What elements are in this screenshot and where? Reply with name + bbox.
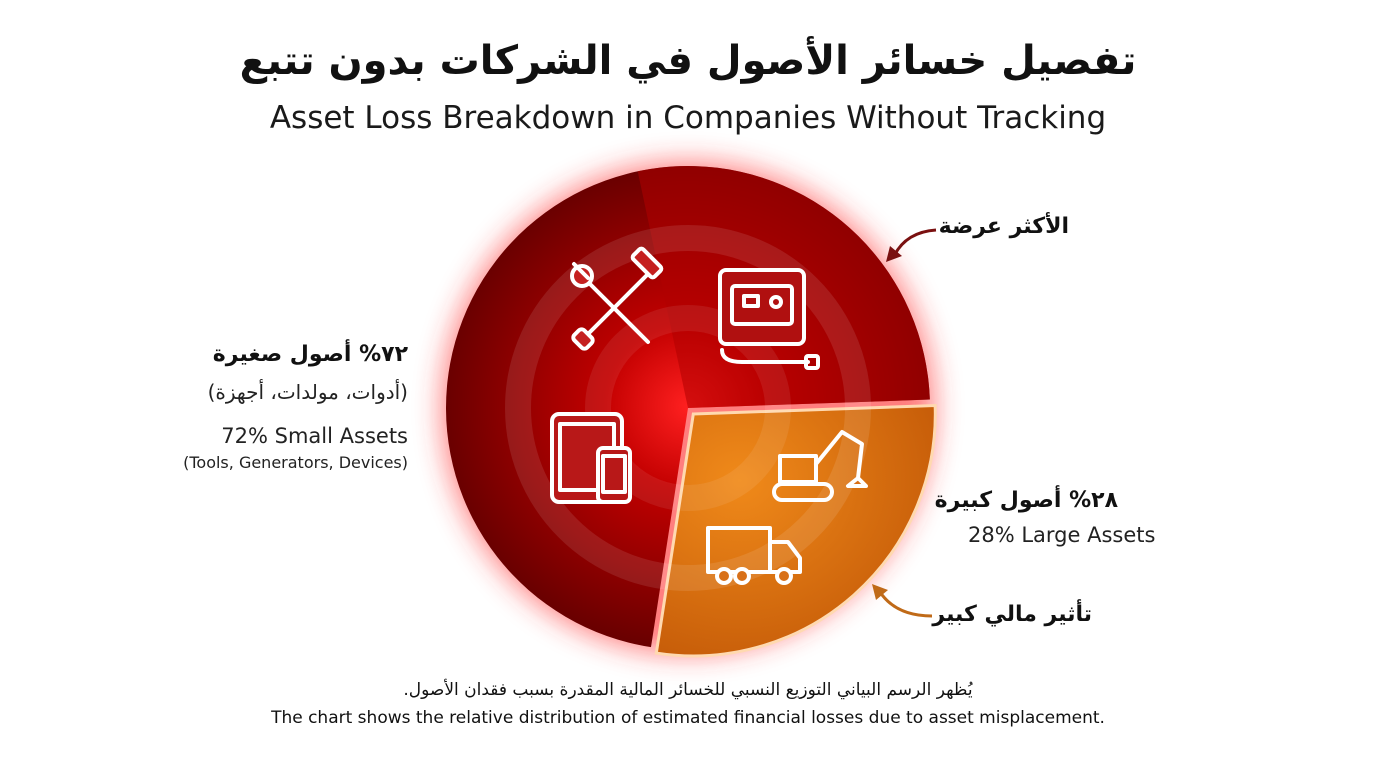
arrow-financial-impact (872, 584, 933, 618)
tablet-phone-icon (550, 412, 632, 504)
truck-icon (706, 526, 802, 585)
pie-inner-ring (505, 225, 871, 591)
small-assets-detail-en: (Tools, Generators, Devices) (183, 453, 408, 472)
small-assets-label-en: 72% Small Assets (221, 424, 408, 448)
pie-inner-ring (585, 305, 791, 511)
small-assets-label-ar: ٧٢% أصول صغيرة (212, 342, 408, 367)
footer-note-en: The chart shows the relative distributio… (271, 708, 1105, 728)
footer-note-ar: يُظهر الرسم البياني التوزيع النسبي للخسا… (403, 680, 973, 700)
small-assets-detail-ar: (أدوات، مولدات، أجهزة) (207, 380, 408, 404)
wrench-hammer-icon (570, 246, 664, 351)
excavator-icon (772, 430, 868, 502)
most-exposed-label: الأكثر عرضة (938, 214, 1069, 239)
generator-icon (718, 268, 820, 370)
large-assets-label-en: 28% Large Assets (968, 523, 1156, 547)
page-title-arabic: تفصيل خسائر الأصول في الشركات بدون تتبع (239, 38, 1137, 84)
pie-slice-large-assets (654, 403, 937, 658)
financial-impact-label: تأثير مالي كبير (932, 602, 1092, 627)
large-assets-label-ar: ٢٨% أصول كبيرة (934, 488, 1118, 513)
arrow-most-exposed (886, 228, 937, 262)
page-title-english: Asset Loss Breakdown in Companies Withou… (269, 100, 1107, 136)
